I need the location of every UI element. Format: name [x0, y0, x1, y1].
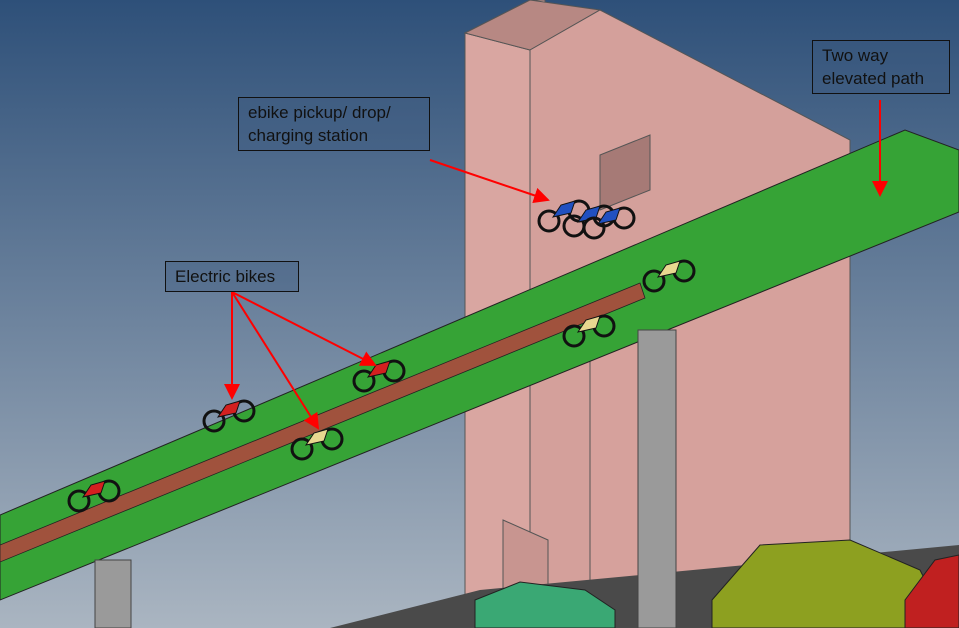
label-elevated-path: Two way elevated path [812, 40, 950, 94]
ebike [642, 259, 696, 293]
bike-wheel [562, 324, 586, 348]
bike-lane [0, 282, 646, 563]
bike-frame [366, 360, 391, 378]
annotation-arrows [224, 100, 888, 430]
label-line: elevated path [822, 69, 925, 88]
bike-wheel [537, 209, 561, 233]
pillar-left [94, 559, 132, 628]
ebike [290, 427, 344, 461]
bike-frame [576, 315, 601, 333]
bike-frame [656, 260, 681, 278]
label-line: ebike pickup/ drop/ [248, 103, 391, 122]
label-line: Two way [822, 46, 889, 65]
arrow-bike-2 [231, 291, 377, 366]
ebike [202, 399, 256, 433]
bike-frame [216, 400, 241, 418]
label-electric-bikes: Electric bikes [165, 261, 299, 292]
bike-wheel [642, 269, 666, 293]
arrow-bike-3 [231, 291, 320, 430]
electric-bikes [67, 199, 696, 513]
bike-frame [551, 200, 576, 218]
bike-frame [304, 428, 329, 446]
pillar-right [637, 329, 677, 628]
car-red [904, 554, 959, 628]
arrow-station [429, 159, 550, 204]
ebike [582, 206, 636, 240]
ebike [67, 479, 121, 513]
car-green [474, 581, 616, 628]
vehicles [474, 539, 959, 628]
bike-wheel [67, 489, 91, 513]
bike-wheel [352, 369, 376, 393]
elevated-path [0, 129, 959, 601]
bike-wheel [202, 409, 226, 433]
bike-wheel [582, 216, 606, 240]
bike-wheel [290, 437, 314, 461]
bike-frame [81, 480, 106, 498]
ebike [352, 359, 406, 393]
bike-frame [596, 207, 621, 225]
ebike [562, 314, 616, 348]
label-line: charging station [248, 126, 369, 145]
label-line: Electric bikes [175, 267, 276, 286]
label-charging-station: ebike pickup/ drop/ charging station [238, 97, 430, 151]
